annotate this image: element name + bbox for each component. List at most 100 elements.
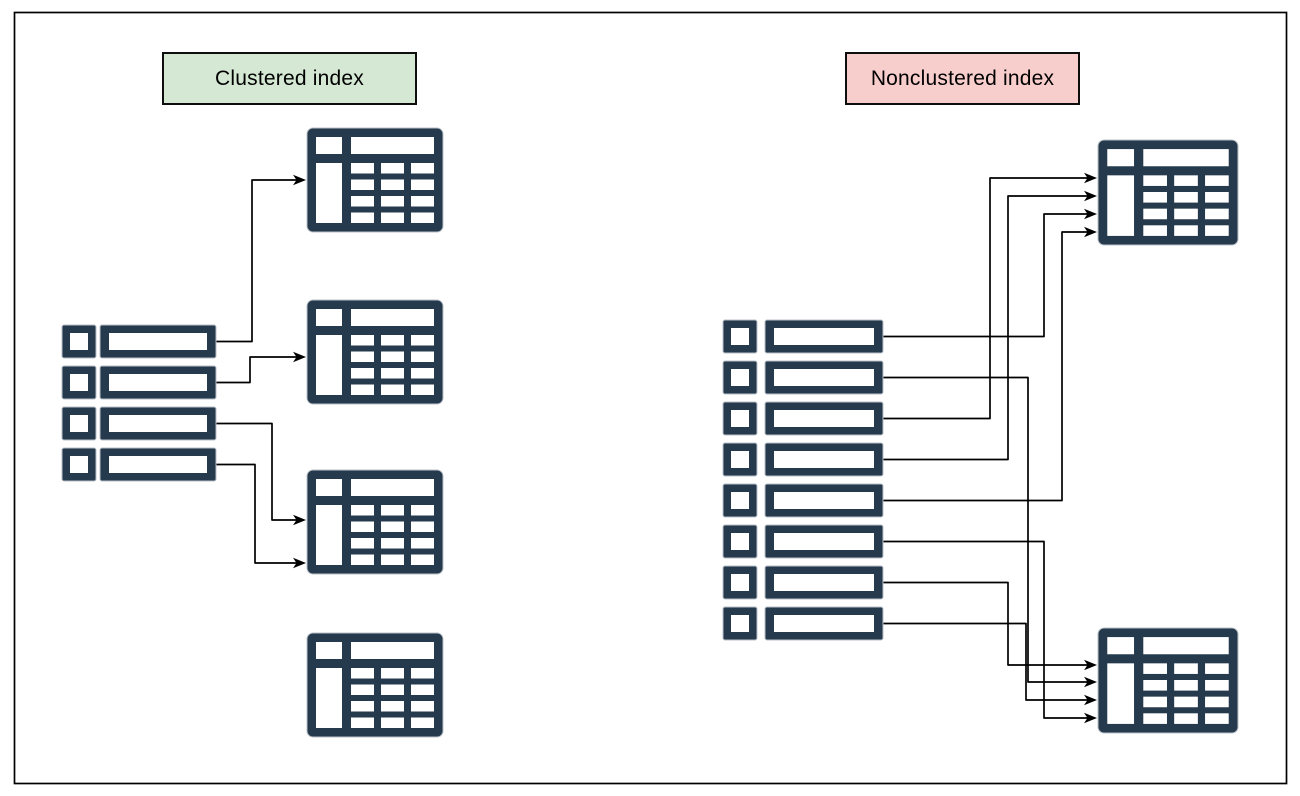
table-cell (411, 505, 434, 516)
index-pointer-cell-inner (774, 410, 874, 427)
index-pointer-cell-inner (774, 533, 874, 550)
index-key-cell-inner (731, 369, 749, 386)
arrowhead-icon (1084, 172, 1097, 184)
table-cell (381, 179, 404, 190)
table-cell (411, 684, 434, 695)
table-cell (351, 479, 434, 496)
table-cell (1174, 191, 1198, 203)
data-page-table-icon (306, 632, 444, 738)
table-cell (316, 137, 342, 154)
index-pointer-cell-inner (774, 328, 874, 345)
table-cell (411, 384, 434, 395)
table-cell (1143, 679, 1167, 691)
arrowhead-icon (1084, 712, 1097, 724)
table-cell (351, 179, 374, 190)
index-pointer-cell-inner (774, 492, 874, 509)
table-cell (1143, 663, 1167, 674)
connector-line (883, 231, 1088, 502)
index-entry (722, 565, 884, 600)
canvas-border (13, 11, 1288, 785)
table-cell (381, 196, 404, 207)
table-cell (381, 554, 404, 565)
table-cell (351, 505, 374, 516)
index-key-cell-inner (731, 451, 749, 468)
table-cell (316, 668, 342, 728)
connector-line (216, 463, 297, 564)
table-cell (381, 701, 404, 712)
arrowhead-icon (1084, 226, 1097, 238)
table-cell (381, 538, 404, 549)
index-entry (61, 447, 217, 482)
table-cell (381, 521, 404, 532)
table-cell (1143, 149, 1229, 167)
table-cell (411, 368, 434, 379)
table-cell (1174, 696, 1198, 708)
table-cell (1174, 208, 1198, 220)
clustered-index-column (61, 324, 217, 482)
table-cell (351, 196, 374, 207)
index-key-cell-inner (70, 415, 88, 432)
table-cell (1205, 679, 1229, 691)
table-cell (351, 335, 374, 346)
index-entry (722, 401, 884, 436)
table-cell (316, 163, 342, 223)
table-cell (381, 163, 404, 174)
connector-line (216, 422, 297, 521)
index-entry (61, 406, 217, 441)
arrowhead-icon (1084, 694, 1097, 706)
table-cell (351, 554, 374, 565)
index-key-cell-inner (731, 615, 749, 632)
table-cell (1107, 637, 1135, 655)
index-key-cell-inner (70, 456, 88, 473)
index-entry (722, 524, 884, 559)
index-entry (722, 606, 884, 641)
arrowhead-icon (1084, 676, 1097, 688)
connector-line (883, 177, 1088, 420)
table-cell (1205, 208, 1229, 220)
table-cell (1143, 637, 1229, 655)
index-entry (722, 442, 884, 477)
table-cell (1174, 663, 1198, 674)
table-cell (1174, 225, 1198, 236)
table-cell (1174, 713, 1198, 724)
connector-line (883, 213, 1088, 338)
table-cell (381, 684, 404, 695)
index-pointer-cell-inner (109, 415, 207, 432)
table-cell (1143, 208, 1167, 220)
table-cell (411, 668, 434, 679)
index-entry (722, 360, 884, 395)
index-key-cell-inner (731, 328, 749, 345)
table-cell (316, 479, 342, 496)
arrowhead-icon (293, 514, 306, 526)
table-cell (381, 212, 404, 223)
connector-line (883, 540, 1088, 719)
table-cell (1205, 191, 1229, 203)
data-page-table-icon (306, 299, 444, 405)
table-cell (351, 212, 374, 223)
table-cell (1143, 713, 1167, 724)
table-cell (351, 309, 434, 326)
index-pointer-cell-inner (109, 374, 207, 391)
index-pointer-cell-inner (774, 615, 874, 632)
table-cell (411, 179, 434, 190)
table-cell (351, 642, 434, 659)
table-cell (1107, 149, 1135, 167)
table-cell (411, 351, 434, 362)
table-cell (411, 335, 434, 346)
connector-line (216, 179, 297, 343)
arrowhead-icon (293, 174, 306, 186)
index-entry (722, 319, 884, 354)
table-cell (1107, 663, 1135, 724)
table-cell (316, 505, 342, 565)
nonclustered-index-label: Nonclustered index (845, 52, 1080, 105)
table-cell (1174, 175, 1198, 186)
connector-line (883, 195, 1088, 461)
table-cell (381, 351, 404, 362)
table-cell (351, 137, 434, 154)
table-cell (411, 521, 434, 532)
arrowhead-icon (1084, 659, 1097, 671)
data-page-table-icon (1097, 139, 1239, 246)
index-pointer-cell-inner (774, 574, 874, 591)
table-cell (381, 335, 404, 346)
